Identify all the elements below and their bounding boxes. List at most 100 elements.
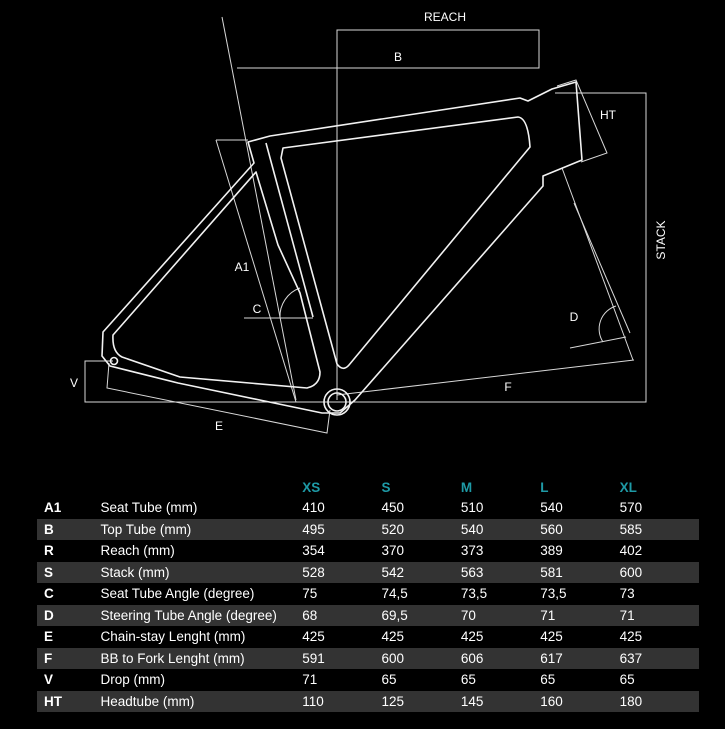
cell-value: 389 xyxy=(540,543,563,559)
cell-value: 600 xyxy=(619,561,699,583)
cell-value: 65 xyxy=(540,672,556,688)
frame-geometry-diagram: REACH B HT STACK A1 C D V E F xyxy=(70,10,668,434)
cell-value: 73 xyxy=(619,586,635,602)
size-m: M xyxy=(460,479,473,495)
size-header-row: XS S M L XL xyxy=(37,477,699,497)
row-name: Top Tube (mm) xyxy=(100,518,303,540)
cell-value: 110 xyxy=(302,690,382,712)
label-d: D xyxy=(570,310,579,324)
row-name: Reach (mm) xyxy=(100,543,175,559)
cell-value: 74,5 xyxy=(381,586,408,602)
cell-value: 542 xyxy=(381,561,461,583)
row-code: R xyxy=(44,543,54,559)
cell-value: 510 xyxy=(460,500,484,516)
table-row: A1 Seat Tube (mm) 410 450 510 540 570 xyxy=(37,497,699,519)
bike-frame xyxy=(101,81,583,416)
label-f: F xyxy=(504,380,511,394)
cell-value: 600 xyxy=(381,647,461,669)
row-code: F xyxy=(37,647,101,669)
cell-value: 160 xyxy=(540,690,620,712)
row-name: Steering Tube Angle (degree) xyxy=(100,604,303,626)
cell-value: 560 xyxy=(540,518,620,540)
cell-value: 370 xyxy=(381,543,405,559)
row-name: Headtube (mm) xyxy=(100,690,303,712)
cell-value: 585 xyxy=(619,518,699,540)
size-l: L xyxy=(540,479,549,495)
cell-value: 495 xyxy=(302,518,382,540)
label-c: C xyxy=(253,302,262,316)
row-code: V xyxy=(44,672,54,688)
cell-value: 410 xyxy=(302,500,325,516)
label-ht: HT xyxy=(600,108,617,122)
cell-value: 180 xyxy=(619,690,699,712)
row-name: BB to Fork Lenght (mm) xyxy=(100,647,303,669)
cell-value: 65 xyxy=(381,672,397,688)
cell-value: 563 xyxy=(460,561,541,583)
size-xl: XL xyxy=(619,479,637,495)
table-row: V Drop (mm) 71 65 65 65 65 xyxy=(37,669,699,691)
row-name: Drop (mm) xyxy=(100,672,166,688)
cell-value: 425 xyxy=(460,629,484,645)
cell-value: 606 xyxy=(460,647,541,669)
table-row: C Seat Tube Angle (degree) 75 74,5 73,5 73,5 7… xyxy=(37,583,699,605)
cell-value: 425 xyxy=(302,629,325,645)
size-xs: XS xyxy=(302,479,321,495)
row-code: A1 xyxy=(44,500,62,516)
cell-value: 425 xyxy=(381,629,405,645)
cell-value: 71 xyxy=(619,604,699,626)
cell-value: 65 xyxy=(619,672,635,688)
label-e: E xyxy=(215,419,223,433)
table-row: R Reach (mm) 354 370 373 389 402 xyxy=(37,540,699,562)
row-code: E xyxy=(44,629,54,645)
cell-value: 71 xyxy=(302,672,318,688)
dimension-lines xyxy=(84,16,647,434)
label-stack: STACK xyxy=(654,220,668,259)
cell-value: 540 xyxy=(460,518,541,540)
row-code: S xyxy=(37,561,101,583)
cell-value: 570 xyxy=(619,500,643,516)
row-code: B xyxy=(37,518,101,540)
label-v: V xyxy=(70,376,78,390)
cell-value: 581 xyxy=(540,561,620,583)
cell-value: 540 xyxy=(540,500,563,516)
cell-value: 125 xyxy=(381,690,461,712)
cell-value: 145 xyxy=(460,690,541,712)
cell-value: 425 xyxy=(619,629,643,645)
cell-value: 402 xyxy=(619,543,643,559)
cell-value: 73,5 xyxy=(460,586,488,602)
cell-value: 354 xyxy=(302,543,325,559)
cell-value: 70 xyxy=(460,604,541,626)
cell-value: 71 xyxy=(540,604,620,626)
row-name: Seat Tube (mm) xyxy=(100,500,198,516)
cell-value: 75 xyxy=(302,586,318,602)
size-s: S xyxy=(381,479,391,495)
label-a1: A1 xyxy=(235,260,250,274)
cell-value: 528 xyxy=(302,561,382,583)
label-reach: REACH xyxy=(424,10,466,24)
cell-value: 73,5 xyxy=(540,586,567,602)
row-name: Stack (mm) xyxy=(100,561,303,583)
cell-value: 69,5 xyxy=(381,604,461,626)
table-row: E Chain-stay Lenght (mm) 425 425 425 425 425 xyxy=(37,626,699,648)
cell-value: 373 xyxy=(460,543,484,559)
cell-value: 617 xyxy=(540,647,620,669)
label-b: B xyxy=(394,50,402,64)
geometry-table: XS S M L XL A1 Seat Tube (mm) 410 450 510 540… xyxy=(37,477,699,712)
cell-value: 68 xyxy=(302,604,382,626)
cell-value: 65 xyxy=(460,672,476,688)
cell-value: 520 xyxy=(381,518,461,540)
row-name: Seat Tube Angle (degree) xyxy=(100,586,255,602)
cell-value: 591 xyxy=(302,647,382,669)
row-code: C xyxy=(44,586,54,602)
row-name: Chain-stay Lenght (mm) xyxy=(100,629,246,645)
row-code: HT xyxy=(37,690,101,712)
row-code: D xyxy=(37,604,101,626)
cell-value: 425 xyxy=(540,629,563,645)
cell-value: 450 xyxy=(381,500,405,516)
cell-value: 637 xyxy=(619,647,699,669)
